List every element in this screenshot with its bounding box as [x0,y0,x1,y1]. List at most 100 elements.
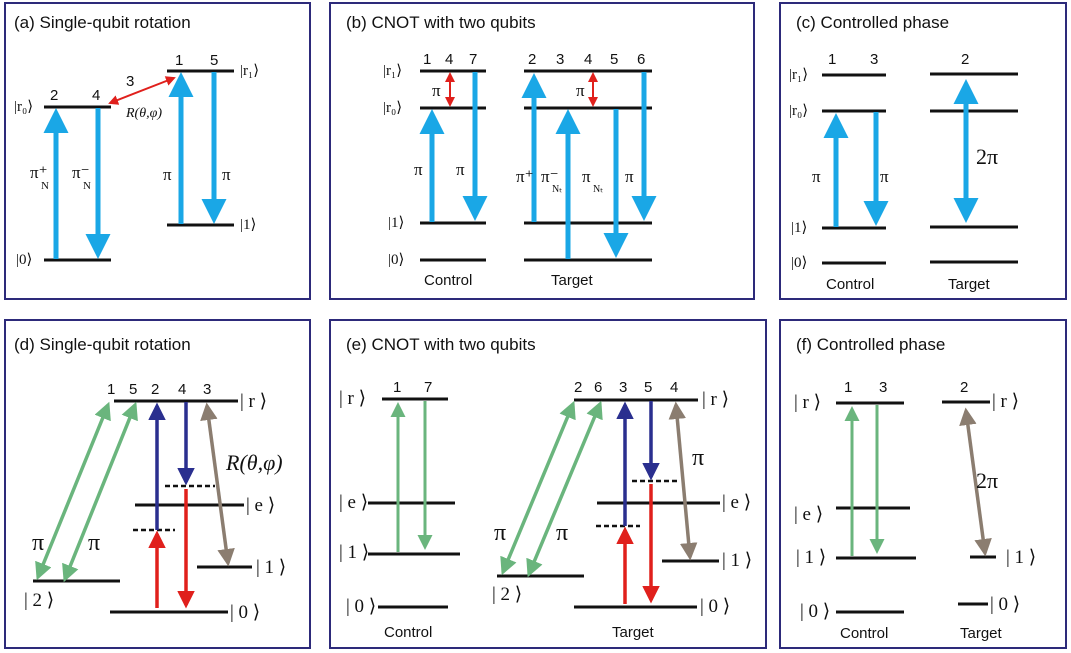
ket-1: | 1 ⟩ [256,557,286,578]
pi-target-2: π [494,520,506,546]
pi-plus-sub: Nₜ [552,184,562,195]
panel-f-frame [779,319,1067,649]
control-ket-r: | r ⟩ [794,392,821,413]
num-1: 1 [828,51,836,68]
pi-minus-n: π⁻ [72,163,90,182]
rotation-label: R(θ,φ) [125,106,162,121]
num-3: 3 [203,381,211,398]
target-green-6-arrow [526,400,603,578]
two-pi-target: 2π [976,468,998,493]
num-3: 3 [870,51,878,68]
pi-minus-nt: π [582,167,591,186]
panel-a-frame [4,2,311,300]
rotation-label: R(θ,φ) [225,450,283,475]
ket-r0: |r₀⟩ [789,103,808,119]
target-brown-2pi-arrow [959,407,992,557]
two-pi-target: 2π [976,144,998,169]
ket-0: | 0 ⟩ [230,602,260,623]
num-1: 1 [393,379,401,396]
num-1: 1 [844,379,852,396]
pi-minus-sub: N [83,180,91,192]
label-control: Control [840,625,888,642]
panel-a: (a) Single-qubit rotation 2 4 3 1 5 |r₀⟩… [4,2,311,300]
num-2: 2 [960,379,968,396]
pi-target-4: π [692,445,704,471]
ket-0: |0⟩ [16,252,32,268]
panel-d: (d) Single-qubit rotation 1 5 2 4 3 | r … [4,319,311,649]
panel-b: (b) CNOT with two qubits 1 4 7 2 3 4 5 6… [329,2,755,300]
num-1: 1 [107,381,115,398]
panel-a-title: (a) Single-qubit rotation [14,13,191,32]
ket-r0: |r₀⟩ [383,100,402,116]
rotation-3-arrow [108,76,176,105]
pi-control-7: π [456,160,465,179]
num-2: 2 [961,51,969,68]
label-target: Target [948,276,991,293]
pi-plus-nt: π⁻ [541,167,559,186]
num-2: 2 [151,381,159,398]
target-ket-1: | 1 ⟩ [722,550,752,571]
pi-control-1: π [812,167,821,186]
pi-control-3: π [880,167,889,186]
target-ket-1: | 1 ⟩ [1006,547,1036,568]
panel-c: (c) Controlled phase 1 3 2 |r₁⟩ |r₀⟩ |1⟩… [779,2,1067,300]
num-3: 3 [619,379,627,396]
label-target: Target [612,624,655,641]
num-4: 4 [92,87,100,104]
pi-target-6: π [625,167,634,186]
target-ket-0: | 0 ⟩ [700,596,730,617]
num-5: 5 [129,381,137,398]
pi-pulse-5: π [222,165,231,184]
ket-1: |1⟩ [388,215,404,231]
label-target: Target [960,625,1003,642]
num-5: 5 [610,51,618,68]
control-ket-e: | e ⟩ [339,492,368,513]
num-1: 1 [423,51,431,68]
num-2: 2 [574,379,582,396]
control-ket-0: | 0 ⟩ [800,601,830,622]
num-5: 5 [210,52,218,69]
ket-1: |1⟩ [240,217,256,233]
num-2: 2 [528,51,536,68]
panel-e-title: (e) CNOT with two qubits [346,335,536,354]
control-ket-1: | 1 ⟩ [796,547,826,568]
num-3: 3 [879,379,887,396]
label-control: Control [384,624,432,641]
num-7: 7 [424,379,432,396]
ket-2: | 2 ⟩ [24,590,54,611]
num-1: 1 [175,52,183,69]
panel-d-title: (d) Single-qubit rotation [14,335,191,354]
panel-e-frame [329,319,767,649]
ket-0: |0⟩ [388,252,404,268]
ket-1: |1⟩ [791,220,807,236]
ket-r0: |r₀⟩ [14,99,33,115]
control-ket-1: | 1 ⟩ [339,542,369,563]
panel-d-frame [4,319,311,649]
pi-plus-sub: N [41,180,49,192]
control-ket-e: | e ⟩ [794,504,823,525]
control-ket-r: | r ⟩ [339,388,366,409]
num-6: 6 [637,51,645,68]
target-brown-4-arrow [668,401,698,561]
target-ket-e: | e ⟩ [722,492,751,513]
panel-b-frame [329,2,755,300]
target-ket-0: | 0 ⟩ [990,594,1020,615]
target-green-2-arrow [500,400,576,576]
panel-f: (f) Controlled phase 1 3 2 | r ⟩ | e ⟩ |… [779,319,1067,649]
ket-r: | r ⟩ [240,391,267,412]
ket-0: |0⟩ [791,255,807,271]
panel-e: (e) CNOT with two qubits 1 7 2 6 3 5 4 |… [329,319,767,649]
target-ket-2: | 2 ⟩ [492,584,522,605]
ket-r1: |r₁⟩ [240,63,259,79]
panel-c-frame [779,2,1067,300]
control-ket-0: | 0 ⟩ [346,596,376,617]
label-control: Control [826,276,874,293]
pi-control-1: π [414,160,423,179]
pi-minus-sub: Nₜ [593,184,603,195]
num-3: 3 [126,73,134,90]
label-control: Control [424,272,472,289]
num-4: 4 [584,51,592,68]
pi-pulse-1: π [32,530,44,556]
pi-target-4: π [576,81,585,100]
